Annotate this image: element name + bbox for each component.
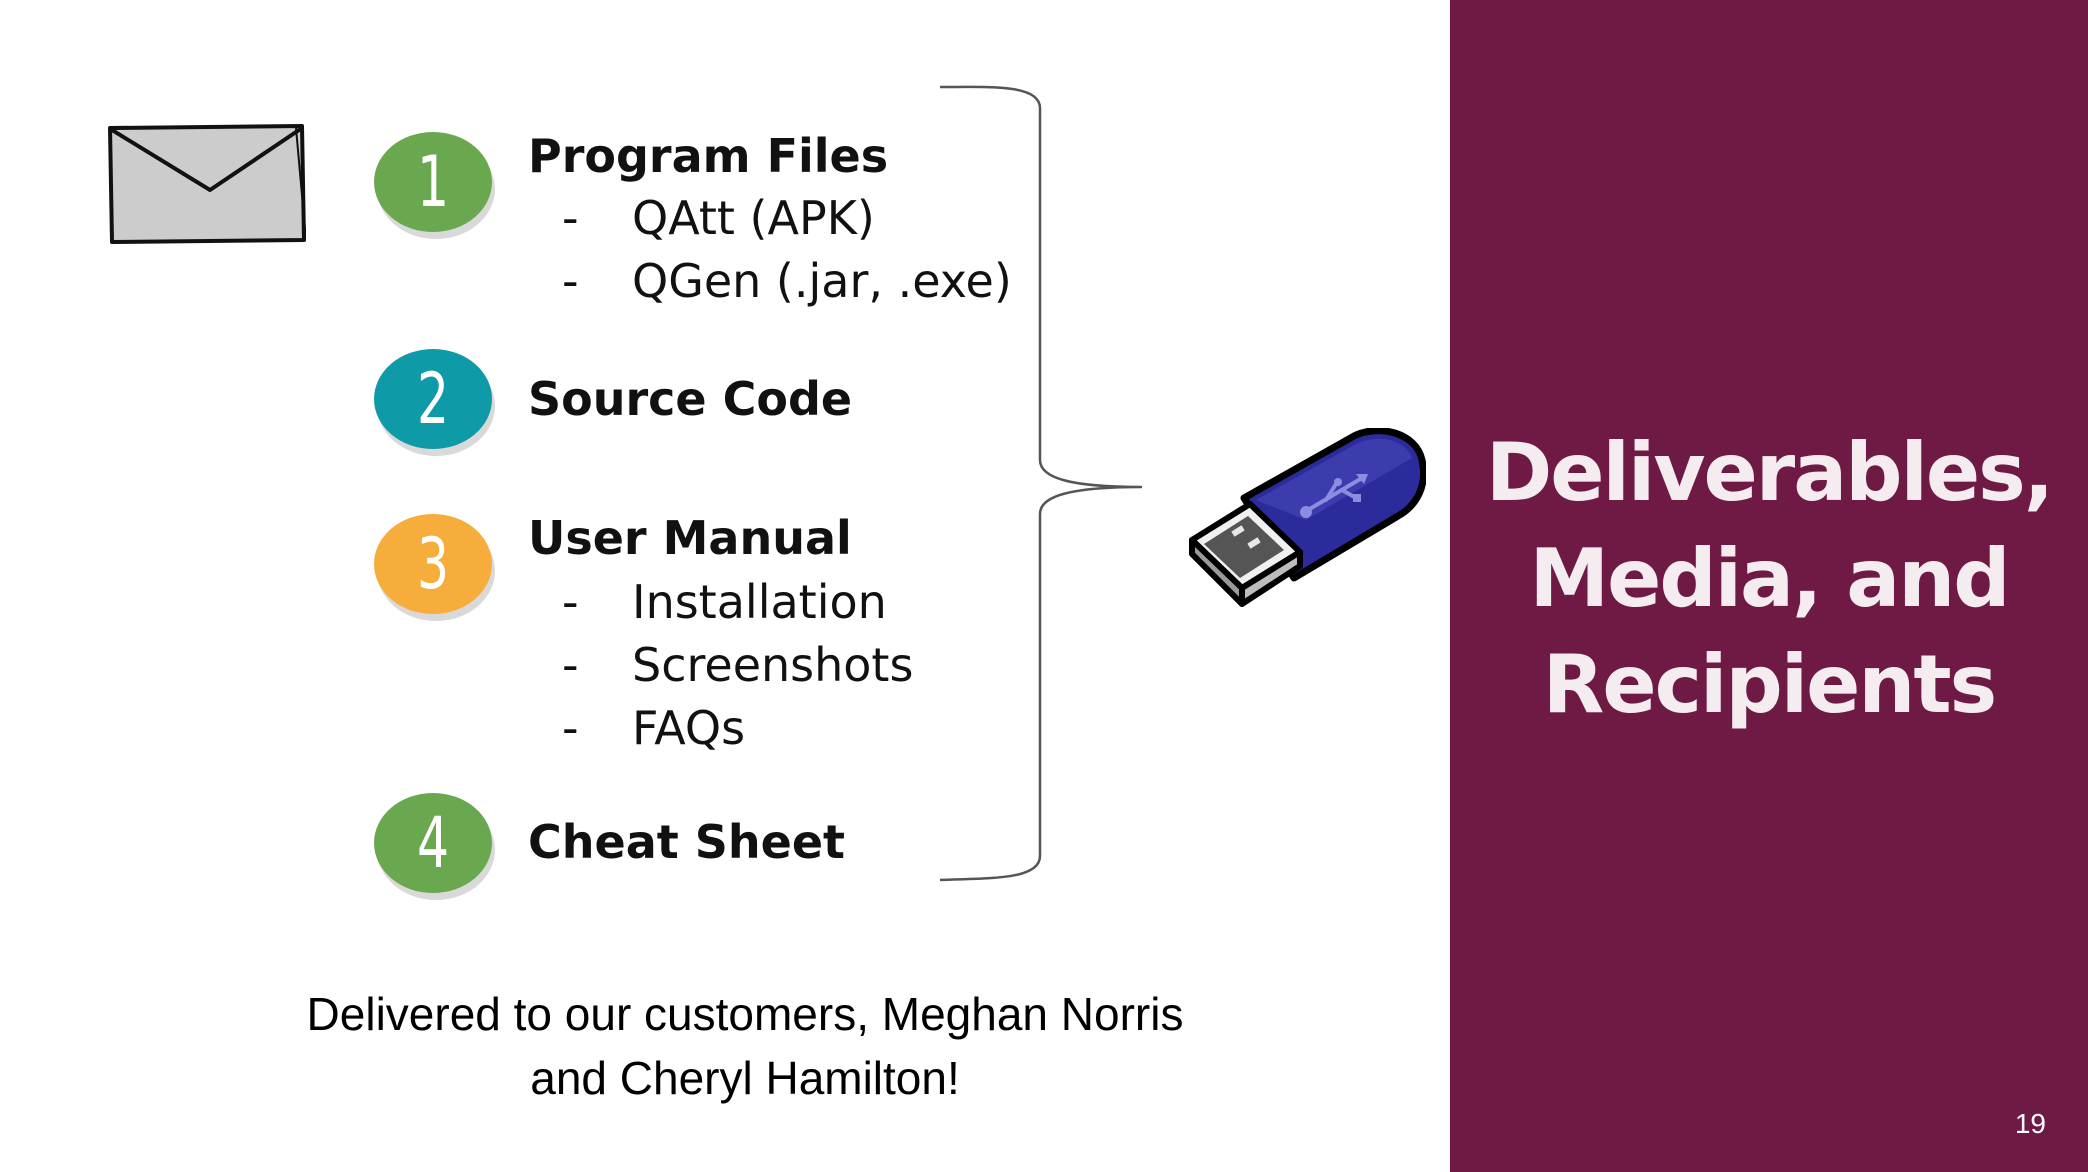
usb-drive-icon bbox=[1189, 428, 1426, 607]
deliverable-subitem: -FAQs bbox=[562, 698, 745, 758]
deliverable-subitem: -QGen (.jar, .exe) bbox=[562, 251, 1012, 311]
deliverable-title: Cheat Sheet bbox=[528, 815, 846, 869]
badge-number: 3 bbox=[416, 523, 450, 605]
deliverable-subitem: -Screenshots bbox=[562, 635, 913, 695]
title-line: Media, and bbox=[1529, 532, 2011, 625]
subitem-text: Installation bbox=[632, 575, 887, 629]
badge-number: 1 bbox=[416, 141, 450, 223]
deliverable-title: Source Code bbox=[528, 372, 853, 426]
bullet-dash: - bbox=[562, 191, 579, 245]
slide-title: Deliverables, Media, and Recipients bbox=[1450, 420, 2088, 738]
subitem-text: QAtt (APK) bbox=[632, 191, 875, 245]
badge-1: 1 bbox=[374, 132, 492, 232]
deliverable-title: Program Files bbox=[528, 129, 889, 183]
badge-2: 2 bbox=[374, 349, 492, 449]
brace-connector bbox=[939, 85, 1143, 882]
subitem-text: Screenshots bbox=[632, 638, 914, 692]
subitem-text: QGen (.jar, .exe) bbox=[632, 254, 1012, 308]
badge-4: 4 bbox=[374, 793, 492, 893]
subitem-text: FAQs bbox=[632, 701, 746, 755]
footer-note: Delivered to our customers, Meghan Norri… bbox=[180, 982, 1310, 1110]
badge-number: 4 bbox=[416, 802, 450, 884]
title-line: Recipients bbox=[1542, 638, 1997, 731]
badge-number: 2 bbox=[416, 358, 450, 440]
badge-3: 3 bbox=[374, 514, 492, 614]
bullet-dash: - bbox=[562, 254, 579, 308]
deliverable-subitem: -Installation bbox=[562, 572, 887, 632]
page-number: 19 bbox=[2014, 1108, 2046, 1139]
bullet-dash: - bbox=[562, 638, 579, 692]
title-line: Deliverables, bbox=[1485, 426, 2054, 519]
bullet-dash: - bbox=[562, 575, 579, 629]
deliverable-title: User Manual bbox=[528, 511, 852, 565]
envelope-icon bbox=[108, 124, 306, 244]
bullet-dash: - bbox=[562, 701, 579, 755]
footer-line: Delivered to our customers, Meghan Norri… bbox=[306, 988, 1184, 1040]
deliverable-subitem: -QAtt (APK) bbox=[562, 188, 875, 248]
title-panel: Deliverables, Media, and Recipients 19 bbox=[1450, 0, 2088, 1172]
footer-line: and Cheryl Hamilton! bbox=[530, 1052, 960, 1104]
